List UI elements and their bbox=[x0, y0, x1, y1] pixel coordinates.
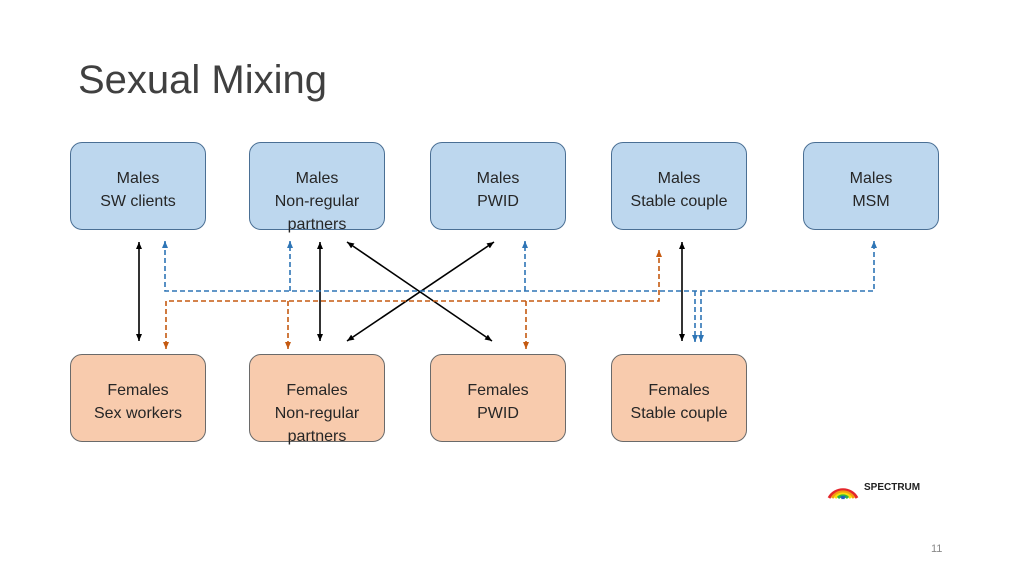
box-label-line1: Males bbox=[116, 170, 160, 187]
box-label-line2: Stable couple bbox=[630, 193, 728, 210]
box-label-line2: PWID bbox=[477, 193, 519, 210]
box-label-line2: SW clients bbox=[100, 193, 176, 210]
box-label-line1: Females bbox=[286, 382, 348, 399]
slide-title: Sexual Mixing bbox=[78, 58, 328, 102]
box-label-line2: Sex workers bbox=[93, 405, 183, 422]
orange-dashed-network bbox=[165, 252, 660, 346]
box-males-pwid: Males PWID bbox=[430, 142, 566, 230]
blue-dashed-network bbox=[164, 242, 875, 341]
box-label-line1: Males bbox=[657, 170, 701, 187]
box-males-sw-clients: Males SW clients bbox=[70, 142, 206, 230]
box-label-line1: Males bbox=[849, 170, 893, 187]
box-label-line1: Males bbox=[476, 170, 520, 187]
box-label-line2: PWID bbox=[477, 405, 519, 422]
box-label-line1: Males bbox=[295, 170, 339, 187]
box-label-line2: Stable couple bbox=[630, 405, 728, 422]
box-label-line2: MSM bbox=[852, 193, 890, 210]
box-males-stable-couple: Males Stable couple bbox=[611, 142, 747, 230]
box-females-non-regular: Females Non-regular partners bbox=[249, 354, 385, 445]
box-females-sex-workers: Females Sex workers bbox=[70, 354, 206, 442]
box-males-msm: Males MSM bbox=[803, 142, 939, 230]
box-females-pwid: Females PWID bbox=[430, 354, 566, 442]
box-label-line1: Females bbox=[467, 382, 529, 399]
logo-text: SPECTRUM bbox=[864, 482, 921, 493]
box-label-line3: partners bbox=[287, 428, 347, 445]
spectrum-rainbow-logo bbox=[827, 488, 859, 500]
box-label-line1: Females bbox=[648, 382, 710, 399]
box-label-line2: Non-regular bbox=[274, 193, 360, 210]
box-label-line3: partners bbox=[287, 216, 347, 233]
box-males-non-regular: Males Non-regular partners bbox=[249, 142, 385, 233]
page-number: 11 bbox=[931, 543, 943, 555]
box-females-stable-couple: Females Stable couple bbox=[611, 354, 747, 442]
box-label-line2: Non-regular bbox=[274, 405, 360, 422]
box-label-line1: Females bbox=[107, 382, 169, 399]
